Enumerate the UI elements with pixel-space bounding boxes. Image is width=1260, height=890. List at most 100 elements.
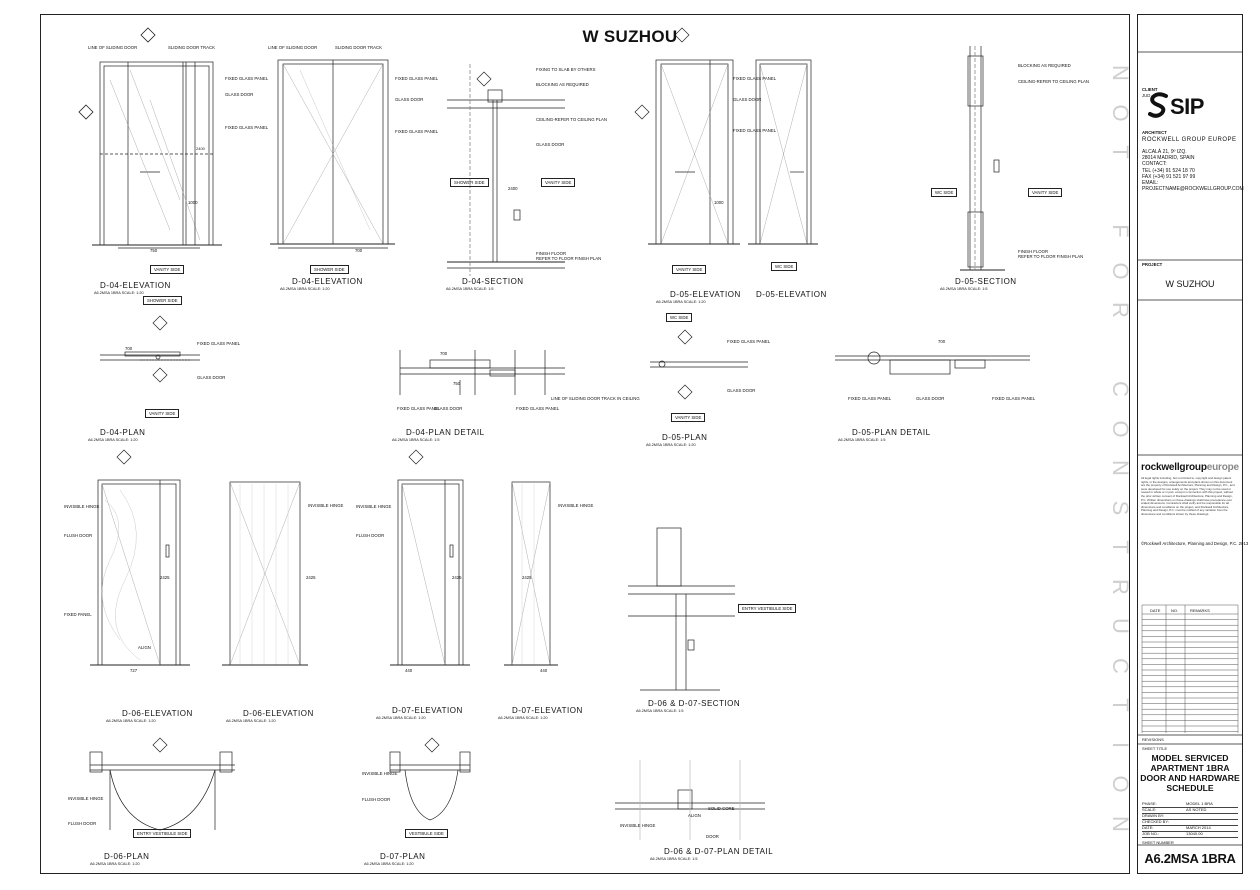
dim-440: 440 [405,668,413,673]
rockwell-legal-text: All legal rights including, but not limi… [1141,476,1235,516]
rockwell-logo: rockwellgroupeurope [1141,462,1239,473]
note-invisible-hinge: INVISIBLE HINGE [308,503,344,508]
drawing-scale: A6.2MSA 1BRA SCALE: 1:5 [446,287,494,291]
sheet-title-line: DOOR AND HARDWARE [1140,773,1240,783]
note-flush-door: FLUSH DOOR [356,533,385,538]
note-fixed-glass-panel: FIXED GLASS PANEL [197,341,241,346]
label-vanity-side: VANITY SIDE [672,265,707,274]
note-ceiling: CEILING-REFER TO CEILING PLAN [1018,79,1089,84]
drawing-scale: A6.2MSA 1BRA SCALE: 1:20 [364,862,414,866]
title-block [1137,14,1243,874]
label-wc-side: WC SIDE [666,313,693,322]
note-invisible-hinge: INVISIBLE HINGE [68,796,104,801]
note-fixed-glass-panel: FIXED GLASS PANEL [516,406,560,411]
header-project-name: W SUZHOU [582,27,678,46]
dim-2400: 2400 [508,186,518,191]
sheet-title-line: APARTMENT 1BRA [1150,763,1230,773]
label-wc-side: WC SIDE [771,262,798,271]
d05-plan-detail-drawing [835,351,1030,375]
client-logo: SIP [1170,94,1204,119]
d04-elevation-1-drawing: 2400 [78,27,222,249]
dim-750: 750 [150,248,158,253]
d04-elevation-2-drawing [270,59,395,249]
drawing-scale: A6.2MSA 1BRA SCALE: 1:20 [656,300,706,304]
architect-name: ROCKWELL GROUP EUROPE [1142,137,1237,143]
drawing-title-d05-elevation-2: D-05-ELEVATION [756,290,827,299]
dim-2425: 2425 [522,575,532,580]
note-fixed-glass-panel: FIXED GLASS PANEL [848,396,892,401]
drawing-scale: A6.2MSA 1BRA SCALE: 1:20 [94,291,144,295]
note-glass-door: GLASS DOOR [536,142,565,147]
address-line: EMAIL: PROJECTNAME@ROCKWELLGROUP.COM [1142,180,1244,193]
drawing-title-d04-plan: D-04-PLAN [100,428,146,437]
drawing-scale: A6.2MSA 1BRA SCALE: 1:20 [106,719,156,723]
d05-section-drawing [960,46,1005,271]
dim-1000: 1000 [188,200,198,205]
drawing-title-d04-elevation-1: D-04-ELEVATION [100,281,171,290]
address-line: 28014 MADRID, SPAIN [1142,155,1195,162]
label-shower-side: SHOWER SIDE [143,296,182,305]
sheet-title-line: MODEL SERVICED [1151,753,1229,763]
note-glass-door: GLASS DOOR [916,396,945,401]
drawing-scale: A6.2MSA 1BRA SCALE: 1:20 [90,862,140,866]
note-glass-door: GLASS DOOR [434,406,463,411]
sip-logo-icon [1148,92,1168,118]
sheet-title-label: SHEET TITLE [1142,746,1168,751]
note-blocking: BLOCKING AS REQUIRED [536,82,589,87]
d07-elevation-1-drawing [390,449,470,666]
drawing-sheet-frame [40,14,1130,874]
note-solid-core: SOLID CORE [708,806,735,811]
dim-2400-a: 2400 [196,146,206,151]
drawing-scale: A6.2MSA 1BRA SCALE: 1:5 [650,857,698,861]
drawing-scale: A6.2MSA 1BRA SCALE: 1:5 [392,438,440,442]
note-invisible-hinge: INVISIBLE HINGE [620,823,656,828]
d04-section-drawing [447,64,565,276]
project-value: W SUZHOU [1165,279,1215,289]
label-vestibule-side: VESTIBULE SIDE [405,829,448,838]
drawing-scale: A6.2MSA 1BRA SCALE: 1:5 [940,287,988,291]
drawing-scale: A6.2MSA 1BRA SCALE: 1:20 [376,716,426,720]
sheet-info-key: SCALE: [1142,807,1157,812]
drawing-title-d06-plan: D-06-PLAN [104,852,150,861]
rockwell-logo-main: rockwellgroup [1141,462,1207,473]
d05-plan-drawing [650,329,748,400]
drawing-title-d05-plan: D-05-PLAN [662,433,708,442]
note-fixed-glass-panel: FIXED GLASS PANEL [992,396,1036,401]
label-vanity-side: VANITY SIDE [671,413,706,422]
note-door: DOOR [706,834,719,839]
label-entry-vestibule-side: ENTRY VESTIBULE SIDE [738,604,797,613]
note-flush-door: FLUSH DOOR [64,533,93,538]
drawing-scale: A6.2MSA 1BRA SCALE: 1:5 [636,709,684,713]
note-invisible-hinge: INVISIBLE HINGE [362,771,398,776]
address-line: CONTACT: [1142,161,1167,168]
drawing-scale: A6.2MSA 1BRA SCALE: 1:20 [498,716,548,720]
drawing-scale: A6.2MSA 1BRA SCALE: 1:5 [838,438,886,442]
note-fixed-panel: FIXED PANEL [64,612,92,617]
dim-2425: 2425 [306,575,316,580]
d06-d07-plan-detail-drawing [615,760,765,840]
note-align: ALIGN [138,645,151,650]
sheet-info-value: MARCH 2014 [1186,825,1211,830]
rockwell-copyright: ©Rockwell Architecture, Planning and Des… [1141,541,1249,546]
note-sliding-door-track: SLIDING DOOR TRACK [168,45,215,50]
note-glass-door: GLASS DOOR [727,388,756,393]
sheet-info-key: DATE: [1142,825,1154,830]
note-align: ALIGN [688,813,701,818]
label-shower-side: SHOWER SIDE [450,178,489,187]
rev-header-date: DATE [1150,608,1161,613]
d06-elevation-2-drawing [222,481,308,666]
label-shower-side: SHOWER SIDE [310,265,349,274]
label-vanity-side: VANITY SIDE [150,265,185,274]
drawing-title-d07-elevation-2: D-07-ELEVATION [512,706,583,715]
d05-elevation-2-drawing [748,59,818,245]
label-entry-vestibule-side: ENTRY VESTIBULE SIDE [133,829,192,838]
note-line-of-sliding-door: LINE OF SLIDING DOOR [268,45,318,50]
dim-727: 727 [130,668,138,673]
note-glass-door: GLASS DOOR [733,97,762,102]
client-value: JUD [1142,93,1151,98]
drawing-title-d06-d07-section: D-06 & D-07-SECTION [648,699,741,708]
sheet-info-row: SCALE:AS NOTED [1142,807,1238,814]
label-vanity-side: VANITY SIDE [145,409,180,418]
architect-label: ARCHITECT [1142,130,1167,135]
client-label: CLIENT [1142,87,1158,92]
